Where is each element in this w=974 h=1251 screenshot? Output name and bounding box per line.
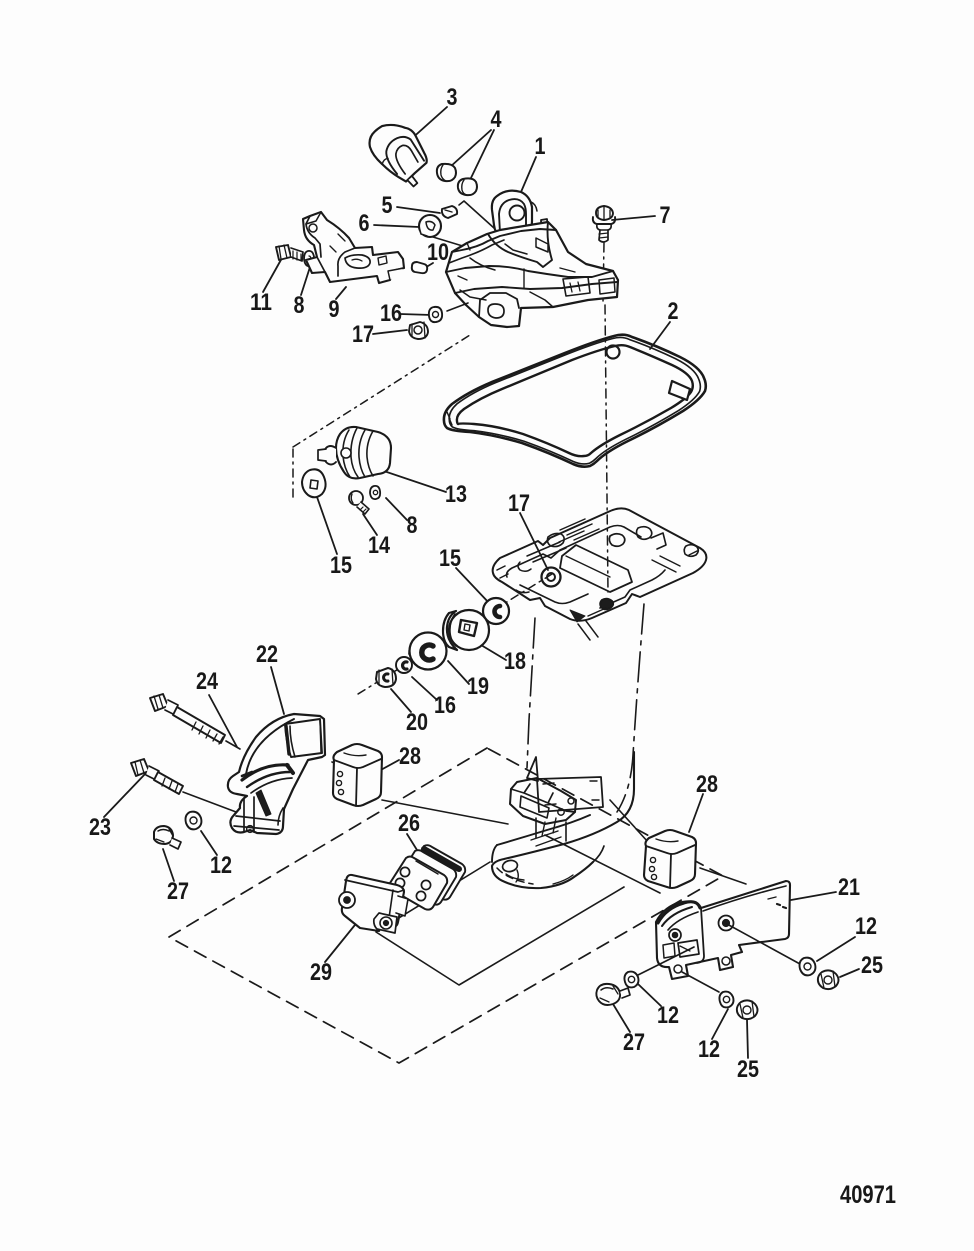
svg-text:4: 4 xyxy=(491,106,503,133)
svg-text:22: 22 xyxy=(256,641,278,668)
svg-text:28: 28 xyxy=(399,743,421,770)
svg-text:25: 25 xyxy=(861,952,883,979)
svg-text:24: 24 xyxy=(196,668,219,695)
svg-text:1: 1 xyxy=(535,133,546,160)
svg-text:27: 27 xyxy=(167,878,189,905)
svg-text:15: 15 xyxy=(330,552,352,579)
svg-text:8: 8 xyxy=(294,292,305,319)
svg-text:16: 16 xyxy=(380,300,402,327)
svg-text:10: 10 xyxy=(427,239,449,266)
svg-text:9: 9 xyxy=(329,296,340,323)
svg-text:6: 6 xyxy=(359,210,370,237)
svg-text:11: 11 xyxy=(250,289,272,316)
svg-text:28: 28 xyxy=(696,771,718,798)
svg-text:20: 20 xyxy=(406,709,428,736)
svg-text:18: 18 xyxy=(504,648,526,675)
svg-text:5: 5 xyxy=(382,192,393,219)
svg-text:2: 2 xyxy=(668,298,679,325)
svg-text:25: 25 xyxy=(737,1056,759,1083)
svg-text:12: 12 xyxy=(657,1002,679,1029)
svg-text:23: 23 xyxy=(89,814,111,841)
svg-text:14: 14 xyxy=(368,532,391,559)
svg-text:17: 17 xyxy=(508,490,530,517)
svg-text:8: 8 xyxy=(407,512,418,539)
svg-text:40971: 40971 xyxy=(840,1181,896,1209)
svg-text:13: 13 xyxy=(445,481,467,508)
svg-text:27: 27 xyxy=(623,1029,645,1056)
svg-text:12: 12 xyxy=(210,852,232,879)
svg-text:12: 12 xyxy=(698,1036,720,1063)
svg-text:12: 12 xyxy=(855,913,877,940)
svg-text:26: 26 xyxy=(398,810,420,837)
svg-text:17: 17 xyxy=(352,321,374,348)
svg-text:21: 21 xyxy=(838,874,860,901)
svg-text:3: 3 xyxy=(447,84,458,111)
svg-text:15: 15 xyxy=(439,545,461,572)
svg-text:19: 19 xyxy=(467,673,489,700)
svg-text:7: 7 xyxy=(660,202,671,229)
svg-text:29: 29 xyxy=(310,959,332,986)
svg-text:16: 16 xyxy=(434,692,456,719)
